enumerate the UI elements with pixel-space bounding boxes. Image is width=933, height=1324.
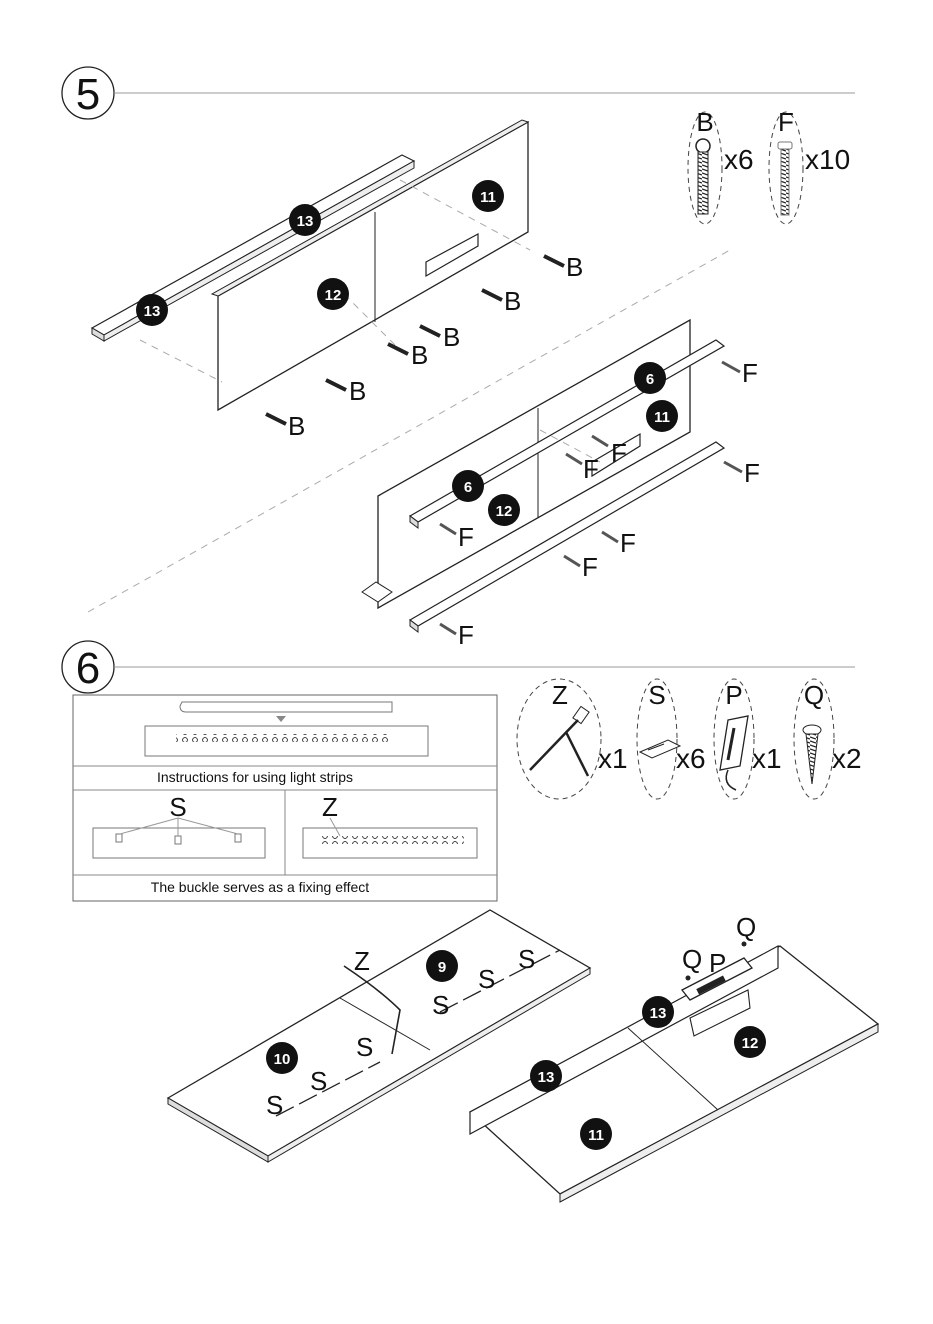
hardware-f-letter: F xyxy=(778,107,794,137)
callout-b: B xyxy=(566,252,583,282)
svg-text:13: 13 xyxy=(144,303,161,320)
svg-text:9: 9 xyxy=(438,959,446,976)
callout-f: F xyxy=(458,620,474,650)
svg-text:13: 13 xyxy=(650,1005,667,1022)
callout-s: S xyxy=(518,944,535,974)
svg-text:10: 10 xyxy=(274,1051,291,1068)
light-strip-instructions-caption: Instructions for using light strips xyxy=(157,769,353,785)
hardware-p-qty: x1 xyxy=(752,743,782,774)
callout-s: S xyxy=(356,1032,373,1062)
hardware-b-letter: B xyxy=(696,107,713,137)
svg-text:12: 12 xyxy=(325,287,342,304)
svg-text:13: 13 xyxy=(297,213,314,230)
light-strip-info-box: Instructions for using light strips S Z … xyxy=(73,695,497,901)
callout-f: F xyxy=(458,522,474,552)
bolt-b-icon xyxy=(388,344,408,354)
step-5-header: 5 xyxy=(62,67,855,119)
part-badge: 11 xyxy=(580,1118,612,1150)
screw-f-icon xyxy=(602,532,618,542)
wood-screw-q-icon xyxy=(742,942,747,947)
hardware-b-qty: x6 xyxy=(724,144,754,175)
strip-backing-illustration xyxy=(145,702,428,756)
hardware-f-qty: x10 xyxy=(805,144,850,175)
callout-f: F xyxy=(742,358,758,388)
svg-text:6: 6 xyxy=(464,479,472,496)
hardware-p-letter: P xyxy=(725,680,742,710)
svg-text:12: 12 xyxy=(742,1035,759,1052)
part-badge: 6 xyxy=(452,470,484,502)
part-badge: 13 xyxy=(530,1060,562,1092)
callout-z: Z xyxy=(354,946,370,976)
buckle-label-s: S xyxy=(169,792,186,822)
part-badge: 12 xyxy=(734,1026,766,1058)
callout-f: F xyxy=(583,454,599,484)
cam-bolt-icon xyxy=(696,139,710,214)
bolt-b-icon xyxy=(266,414,286,424)
part-badge: 13 xyxy=(289,204,321,236)
screw-f-icon xyxy=(440,624,456,634)
part-badge: 13 xyxy=(642,996,674,1028)
svg-text:6: 6 xyxy=(646,371,654,388)
callout-q: Q xyxy=(736,912,756,942)
light-strip-icon xyxy=(530,706,589,776)
screw-f-icon xyxy=(722,362,740,372)
bolt-b-icon xyxy=(482,290,502,300)
power-socket-icon xyxy=(720,716,748,790)
callout-p: P xyxy=(709,948,726,978)
callout-s: S xyxy=(266,1090,283,1120)
bolt-b-icon xyxy=(326,380,346,390)
callout-s: S xyxy=(310,1066,327,1096)
svg-text:13: 13 xyxy=(538,1069,555,1086)
buckle-caption: The buckle serves as a fixing effect xyxy=(151,879,370,895)
part-badge: 12 xyxy=(317,278,349,310)
step-5-upper-panel xyxy=(212,120,528,410)
part-badge: 6 xyxy=(634,362,666,394)
callout-b: B xyxy=(443,322,460,352)
step-6-number: 6 xyxy=(76,644,100,693)
bolt-b-icon xyxy=(544,256,564,266)
hardware-z-qty: x1 xyxy=(598,743,628,774)
part-badge: 11 xyxy=(472,180,504,212)
part-badge: 9 xyxy=(426,950,458,982)
hardware-z-letter: Z xyxy=(552,680,568,710)
hardware-q-qty: x2 xyxy=(832,743,862,774)
part-badge: 13 xyxy=(136,294,168,326)
callout-b: B xyxy=(349,376,366,406)
callout-f: F xyxy=(582,552,598,582)
svg-text:11: 11 xyxy=(588,1127,604,1144)
callout-f: F xyxy=(744,458,760,488)
part-badge: 10 xyxy=(266,1042,298,1074)
callout-b: B xyxy=(411,340,428,370)
part-badge: 12 xyxy=(488,494,520,526)
callout-f: F xyxy=(611,438,627,468)
step-5: 5 B x6 F x10 xyxy=(62,67,855,650)
hardware-q-letter: Q xyxy=(804,680,824,710)
screw-f-icon xyxy=(724,462,742,472)
callout-b: B xyxy=(504,286,521,316)
bolt-b-icon xyxy=(420,326,440,336)
step-6-hardware: Z x1 S x6 P x1 Q xyxy=(517,679,862,799)
callout-f: F xyxy=(620,528,636,558)
part-badge: 11 xyxy=(646,400,678,432)
step-5-hardware: B x6 F x10 xyxy=(688,107,850,224)
wood-screw-q-icon xyxy=(686,976,691,981)
screw-f-icon xyxy=(778,142,792,215)
svg-text:11: 11 xyxy=(480,189,496,206)
step-5-number: 5 xyxy=(76,70,100,119)
step-6: 6 Instructions for using light strips xyxy=(62,641,878,1202)
wood-screw-q-icon xyxy=(803,725,821,784)
hardware-s-qty: x6 xyxy=(676,743,706,774)
screw-f-icon xyxy=(564,556,580,566)
strip-label-z: Z xyxy=(322,792,338,822)
buckle-clip-icon xyxy=(640,740,680,758)
callout-s: S xyxy=(432,990,449,1020)
callout-b: B xyxy=(288,411,305,441)
svg-text:11: 11 xyxy=(654,409,670,426)
svg-text:12: 12 xyxy=(496,503,513,520)
hardware-s-letter: S xyxy=(648,680,665,710)
callout-q: Q xyxy=(682,944,702,974)
callout-s: S xyxy=(478,964,495,994)
